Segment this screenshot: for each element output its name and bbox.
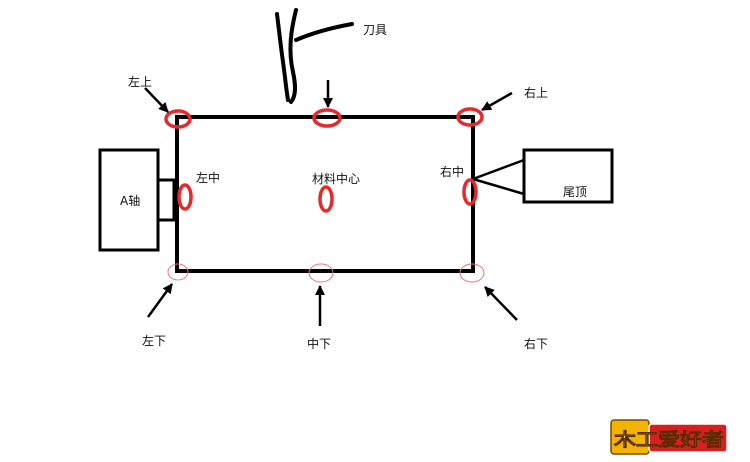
marker-center [318,185,334,213]
arrow-bottom-left [146,283,174,318]
marker-mid-left [177,183,193,211]
marker-bottom-left [167,263,189,281]
marker-top-right [456,107,484,127]
tool-shape [275,8,354,104]
label-mid-left: 左中 [196,170,220,185]
arrow-top-left [144,87,169,113]
marker-bottom-mid [308,263,334,283]
marker-top-mid [312,108,342,128]
marker-top-left [164,109,192,129]
label-top-left: 左上 [128,74,152,89]
label-material-center: 材料中心 [312,171,360,186]
label-top-right: 右上 [524,85,548,100]
a-axis-box [98,148,160,252]
label-tailstock: 尾顶 [563,185,587,199]
arrow-bottom-right [484,286,518,321]
a-axis-collar [156,178,176,222]
label-mid-right: 右中 [440,164,464,179]
tailstock-box [522,148,614,204]
brand-logo: 木工爱好者 [610,419,728,455]
tailstock-point [471,158,525,196]
label-tool: 刀具 [363,23,387,37]
label-bottom-left: 左下 [142,333,166,348]
label-a-axis: A轴 [120,193,140,208]
material-rectangle [175,115,475,273]
arrow-top-right [481,91,513,112]
label-bottom-right: 右下 [524,336,548,351]
marker-mid-right [462,178,478,206]
marker-bottom-right [459,263,485,283]
label-bottom-mid: 中下 [307,336,331,351]
logo-text: 木工爱好者 [613,429,724,451]
